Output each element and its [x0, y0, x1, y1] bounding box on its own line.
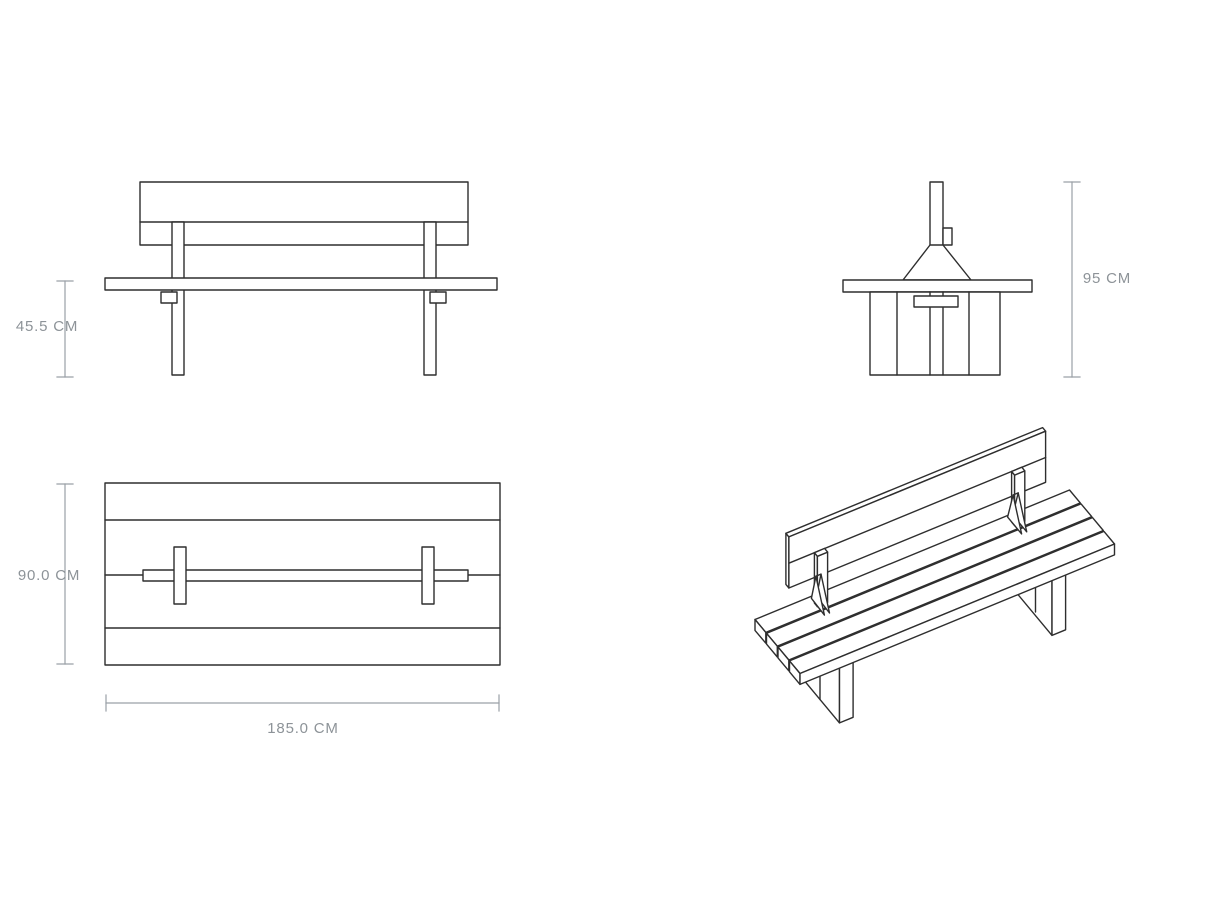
iso-right-brace-edge	[1012, 492, 1019, 496]
depth-dimension-label: 90.0 CM	[18, 567, 80, 584]
side-view: 95 CM	[842, 181, 1131, 378]
top-left-post-section	[173, 546, 187, 605]
side-cleat	[913, 295, 959, 308]
isometric-view	[754, 426, 1116, 724]
seat-height-dimension: 45.5 CM	[16, 280, 78, 378]
iso-seat-front-face	[799, 543, 1116, 686]
iso-left-brace	[810, 575, 826, 616]
iso-right-brace	[1006, 494, 1023, 535]
seat-height-dimension-label: 45.5 CM	[16, 318, 78, 335]
front-left-cleat	[160, 291, 178, 304]
front-backrest-board	[139, 181, 469, 246]
iso-backrest-divider	[788, 456, 1047, 564]
side-backrest-section	[942, 227, 953, 246]
iso-left-brace-edge	[815, 573, 822, 577]
iso-left-brace-back	[815, 573, 831, 614]
length-dimension: 185.0 CM	[105, 694, 500, 737]
depth-dimension: 90.0 CM	[18, 483, 80, 665]
iso-right-post-top	[1010, 466, 1026, 476]
iso-left-post-top	[813, 547, 829, 557]
top-right-post-section	[421, 546, 435, 605]
front-right-cleat	[429, 291, 447, 304]
overall-height-dimension-label: 95 CM	[1083, 270, 1131, 287]
side-seat-slab	[842, 279, 1033, 293]
side-brace	[902, 244, 972, 281]
overall-height-dimension: 95 CM	[1063, 181, 1131, 378]
front-seat-slab	[104, 277, 498, 291]
front-view: 45.5 CM	[16, 181, 498, 378]
top-view: 90.0 CM 185.0 CM	[18, 482, 501, 737]
top-backrest-rail	[142, 569, 469, 582]
length-dimension-label: 185.0 CM	[267, 720, 338, 737]
